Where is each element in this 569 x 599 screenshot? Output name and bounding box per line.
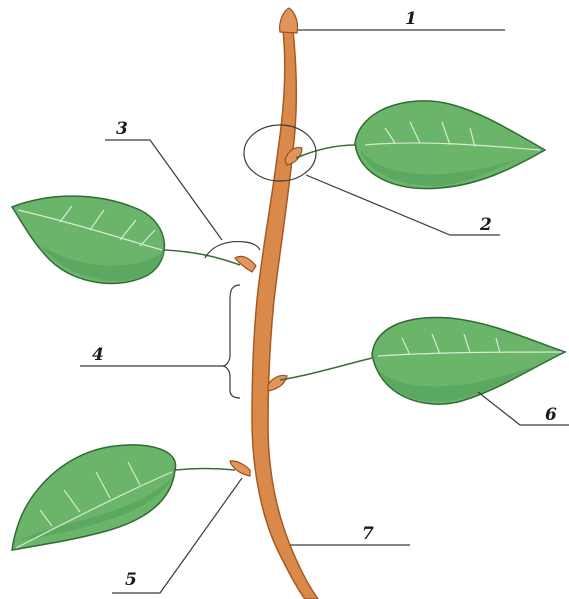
axil-angle-arc [205, 242, 260, 258]
lateral-bud-right-middle [268, 375, 287, 391]
internode-brace [222, 285, 240, 398]
petiole-left-lower [175, 469, 235, 471]
petiole-right-middle [280, 358, 372, 380]
label-6: 6 [545, 405, 557, 425]
label-5: 5 [125, 570, 137, 590]
lateral-bud-left-lower [230, 461, 250, 476]
apical-bud [280, 8, 298, 33]
label-3: 3 [116, 119, 128, 139]
petiole-upper-right [296, 145, 355, 158]
label-7: 7 [362, 524, 374, 544]
petiole-left-upper [165, 250, 240, 265]
label-1: 1 [405, 9, 417, 29]
stem [252, 30, 318, 599]
label-4: 4 [92, 345, 104, 365]
label-2: 2 [479, 215, 492, 235]
